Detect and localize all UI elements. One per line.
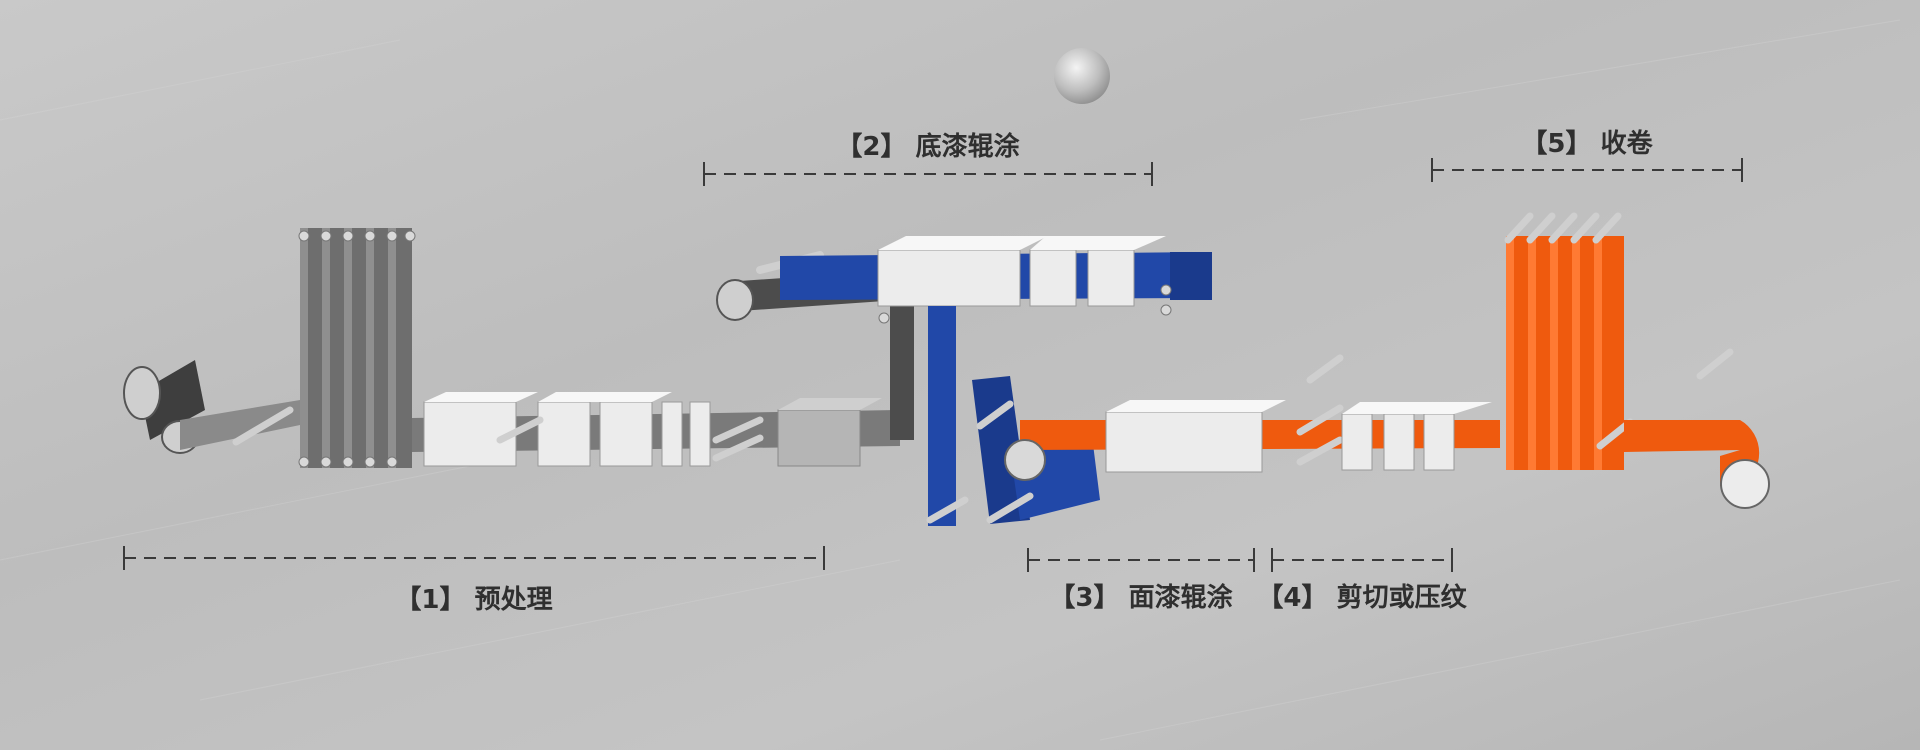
stage-label-topcoat-coating: 【3】 面漆辊涂 [1049,582,1232,613]
topcoat-coating-section [1004,354,1500,481]
primer-coating-section [716,236,1212,526]
shearing-section [1341,402,1492,471]
stage-brackets [123,158,1743,572]
stage-label-pretreatment: 【1】 预处理 [395,585,552,615]
pretreatment-section [123,228,900,468]
background-texture [0,19,1901,741]
stage-label-shear-emboss: 【4】 剪切或压纹 [1257,582,1467,613]
decorative-sphere [1054,48,1110,104]
stage-label-primer-coating: 【2】 底漆辊涂 [836,131,1019,162]
stage-label-recoiling: 【5】 收卷 [1521,129,1653,159]
recoiling-section [1504,212,1770,509]
